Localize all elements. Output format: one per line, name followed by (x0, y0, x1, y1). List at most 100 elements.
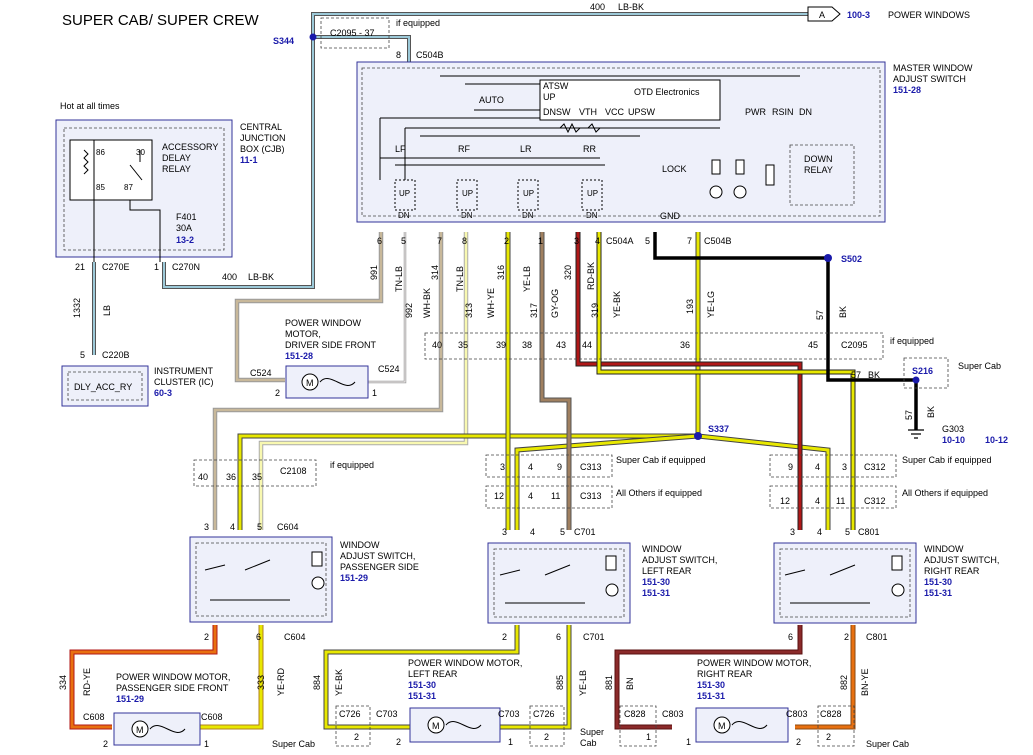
svg-text:4: 4 (230, 522, 235, 532)
svg-text:YE-BK: YE-BK (334, 669, 344, 696)
svg-text:BN-YE: BN-YE (860, 668, 870, 696)
svg-text:C703: C703 (376, 709, 398, 719)
svg-text:10-10: 10-10 (942, 435, 965, 445)
svg-text:40: 40 (198, 472, 208, 482)
svg-text:Super Cab: Super Cab (272, 739, 315, 749)
svg-text:151-30: 151-30 (408, 680, 436, 690)
wire-400-number: 400 (590, 2, 605, 12)
ground-icon (908, 429, 924, 439)
svg-text:1: 1 (686, 737, 691, 747)
svg-text:LR: LR (520, 144, 532, 154)
svg-text:VCC: VCC (605, 107, 625, 117)
svg-text:4: 4 (530, 527, 535, 537)
svg-text:Cab: Cab (580, 738, 597, 748)
svg-text:44: 44 (582, 340, 592, 350)
svg-text:313: 313 (464, 303, 474, 318)
svg-text:57: 57 (815, 310, 825, 320)
svg-text:5: 5 (845, 527, 850, 537)
svg-text:2: 2 (354, 732, 359, 742)
svg-text:2: 2 (103, 739, 108, 749)
svg-text:151-29: 151-29 (340, 573, 368, 583)
svg-text:C608: C608 (83, 712, 105, 722)
svg-text:6: 6 (788, 632, 793, 642)
svg-text:C2108: C2108 (280, 466, 307, 476)
svg-text:GY-OG: GY-OG (550, 289, 560, 318)
svg-text:if equipped: if equipped (890, 336, 934, 346)
svg-text:1: 1 (154, 262, 159, 272)
svg-text:RD-YE: RD-YE (82, 668, 92, 696)
svg-text:INSTRUMENT: INSTRUMENT (154, 366, 213, 376)
svg-text:885: 885 (555, 675, 565, 690)
right-rear-switch: 3 4 5 C801 WINDOW ADJUST SWITCH, RIGHT R… (773, 527, 999, 642)
svg-text:C270E: C270E (102, 262, 130, 272)
svg-text:DN: DN (398, 211, 410, 220)
svg-text:38: 38 (522, 340, 532, 350)
svg-text:WH-YE: WH-YE (486, 288, 496, 318)
svg-text:C2095: C2095 (841, 340, 868, 350)
svg-text:Super Cab: Super Cab (958, 361, 1001, 371)
svg-text:ADJUST SWITCH,: ADJUST SWITCH, (642, 555, 717, 565)
svg-text:C608: C608 (201, 712, 223, 722)
svg-text:POWER WINDOW MOTOR,: POWER WINDOW MOTOR, (408, 658, 522, 668)
splice-s502 (824, 254, 832, 262)
svg-text:PWR: PWR (745, 107, 766, 117)
svg-text:151-30: 151-30 (697, 680, 725, 690)
svg-text:C504B: C504B (704, 236, 732, 246)
cluster-box-label: DLY_ACC_RY (74, 382, 132, 392)
svg-text:2: 2 (504, 236, 509, 246)
svg-text:YE-BK: YE-BK (612, 291, 622, 318)
svg-text:1: 1 (508, 737, 513, 747)
svg-text:TN-LB: TN-LB (394, 266, 404, 292)
svg-text:ADJUST SWITCH: ADJUST SWITCH (893, 74, 966, 84)
svg-text:3: 3 (790, 527, 795, 537)
svg-text:C701: C701 (583, 632, 605, 642)
svg-text:WINDOW: WINDOW (340, 540, 380, 550)
svg-text:4: 4 (817, 527, 822, 537)
fuse-ref: 13-2 (176, 235, 194, 245)
svg-text:4: 4 (528, 462, 533, 472)
svg-text:36: 36 (226, 472, 236, 482)
svg-text:4: 4 (595, 236, 600, 246)
svg-text:PASSENGER SIDE: PASSENGER SIDE (340, 562, 419, 572)
svg-text:10-12: 10-12 (985, 435, 1008, 445)
cjb-ref: 11-1 (240, 155, 258, 165)
svg-text:CLUSTER (IC): CLUSTER (IC) (154, 377, 214, 387)
svg-text:TN-LB: TN-LB (455, 266, 465, 292)
power-windows-label: POWER WINDOWS (888, 10, 970, 20)
svg-text:LEFT REAR: LEFT REAR (408, 669, 458, 679)
svg-text:Super Cab if equipped: Super Cab if equipped (616, 455, 706, 465)
svg-text:BK: BK (868, 370, 880, 380)
svg-text:AUTO: AUTO (479, 95, 504, 105)
wire-labels: 991 TN-LB 992 WH-BK 314 TN-LB 313 WH-YE … (369, 262, 848, 320)
svg-text:333: 333 (256, 675, 266, 690)
svg-text:ADJUST SWITCH,: ADJUST SWITCH, (340, 551, 415, 561)
svg-text:UP: UP (523, 189, 534, 198)
svg-text:C524: C524 (378, 364, 400, 374)
svg-text:if equipped: if equipped (330, 460, 374, 470)
svg-text:8: 8 (396, 50, 401, 60)
svg-text:DOWN: DOWN (804, 154, 833, 164)
svg-text:RD-BK: RD-BK (586, 262, 596, 290)
connector-a-arrow (807, 6, 841, 22)
svg-text:3: 3 (500, 462, 505, 472)
svg-text:UPSW: UPSW (628, 107, 656, 117)
svg-text:35: 35 (252, 472, 262, 482)
svg-text:57: 57 (851, 370, 861, 380)
splice-s337 (694, 432, 702, 440)
svg-text:319: 319 (590, 303, 600, 318)
svg-text:2: 2 (502, 632, 507, 642)
svg-text:2: 2 (544, 732, 549, 742)
svg-text:45: 45 (808, 340, 818, 350)
relay-name-3: RELAY (162, 164, 191, 174)
svg-text:884: 884 (312, 675, 322, 690)
svg-text:4: 4 (528, 491, 533, 501)
svg-text:11: 11 (551, 491, 560, 501)
svg-text:3: 3 (502, 527, 507, 537)
svg-text:400: 400 (222, 272, 237, 282)
svg-text:M: M (136, 725, 144, 735)
svg-text:RF: RF (458, 144, 470, 154)
svg-text:5: 5 (645, 236, 650, 246)
svg-text:992: 992 (404, 303, 414, 318)
svg-text:7: 7 (687, 236, 692, 246)
svg-text:M: M (306, 378, 314, 388)
